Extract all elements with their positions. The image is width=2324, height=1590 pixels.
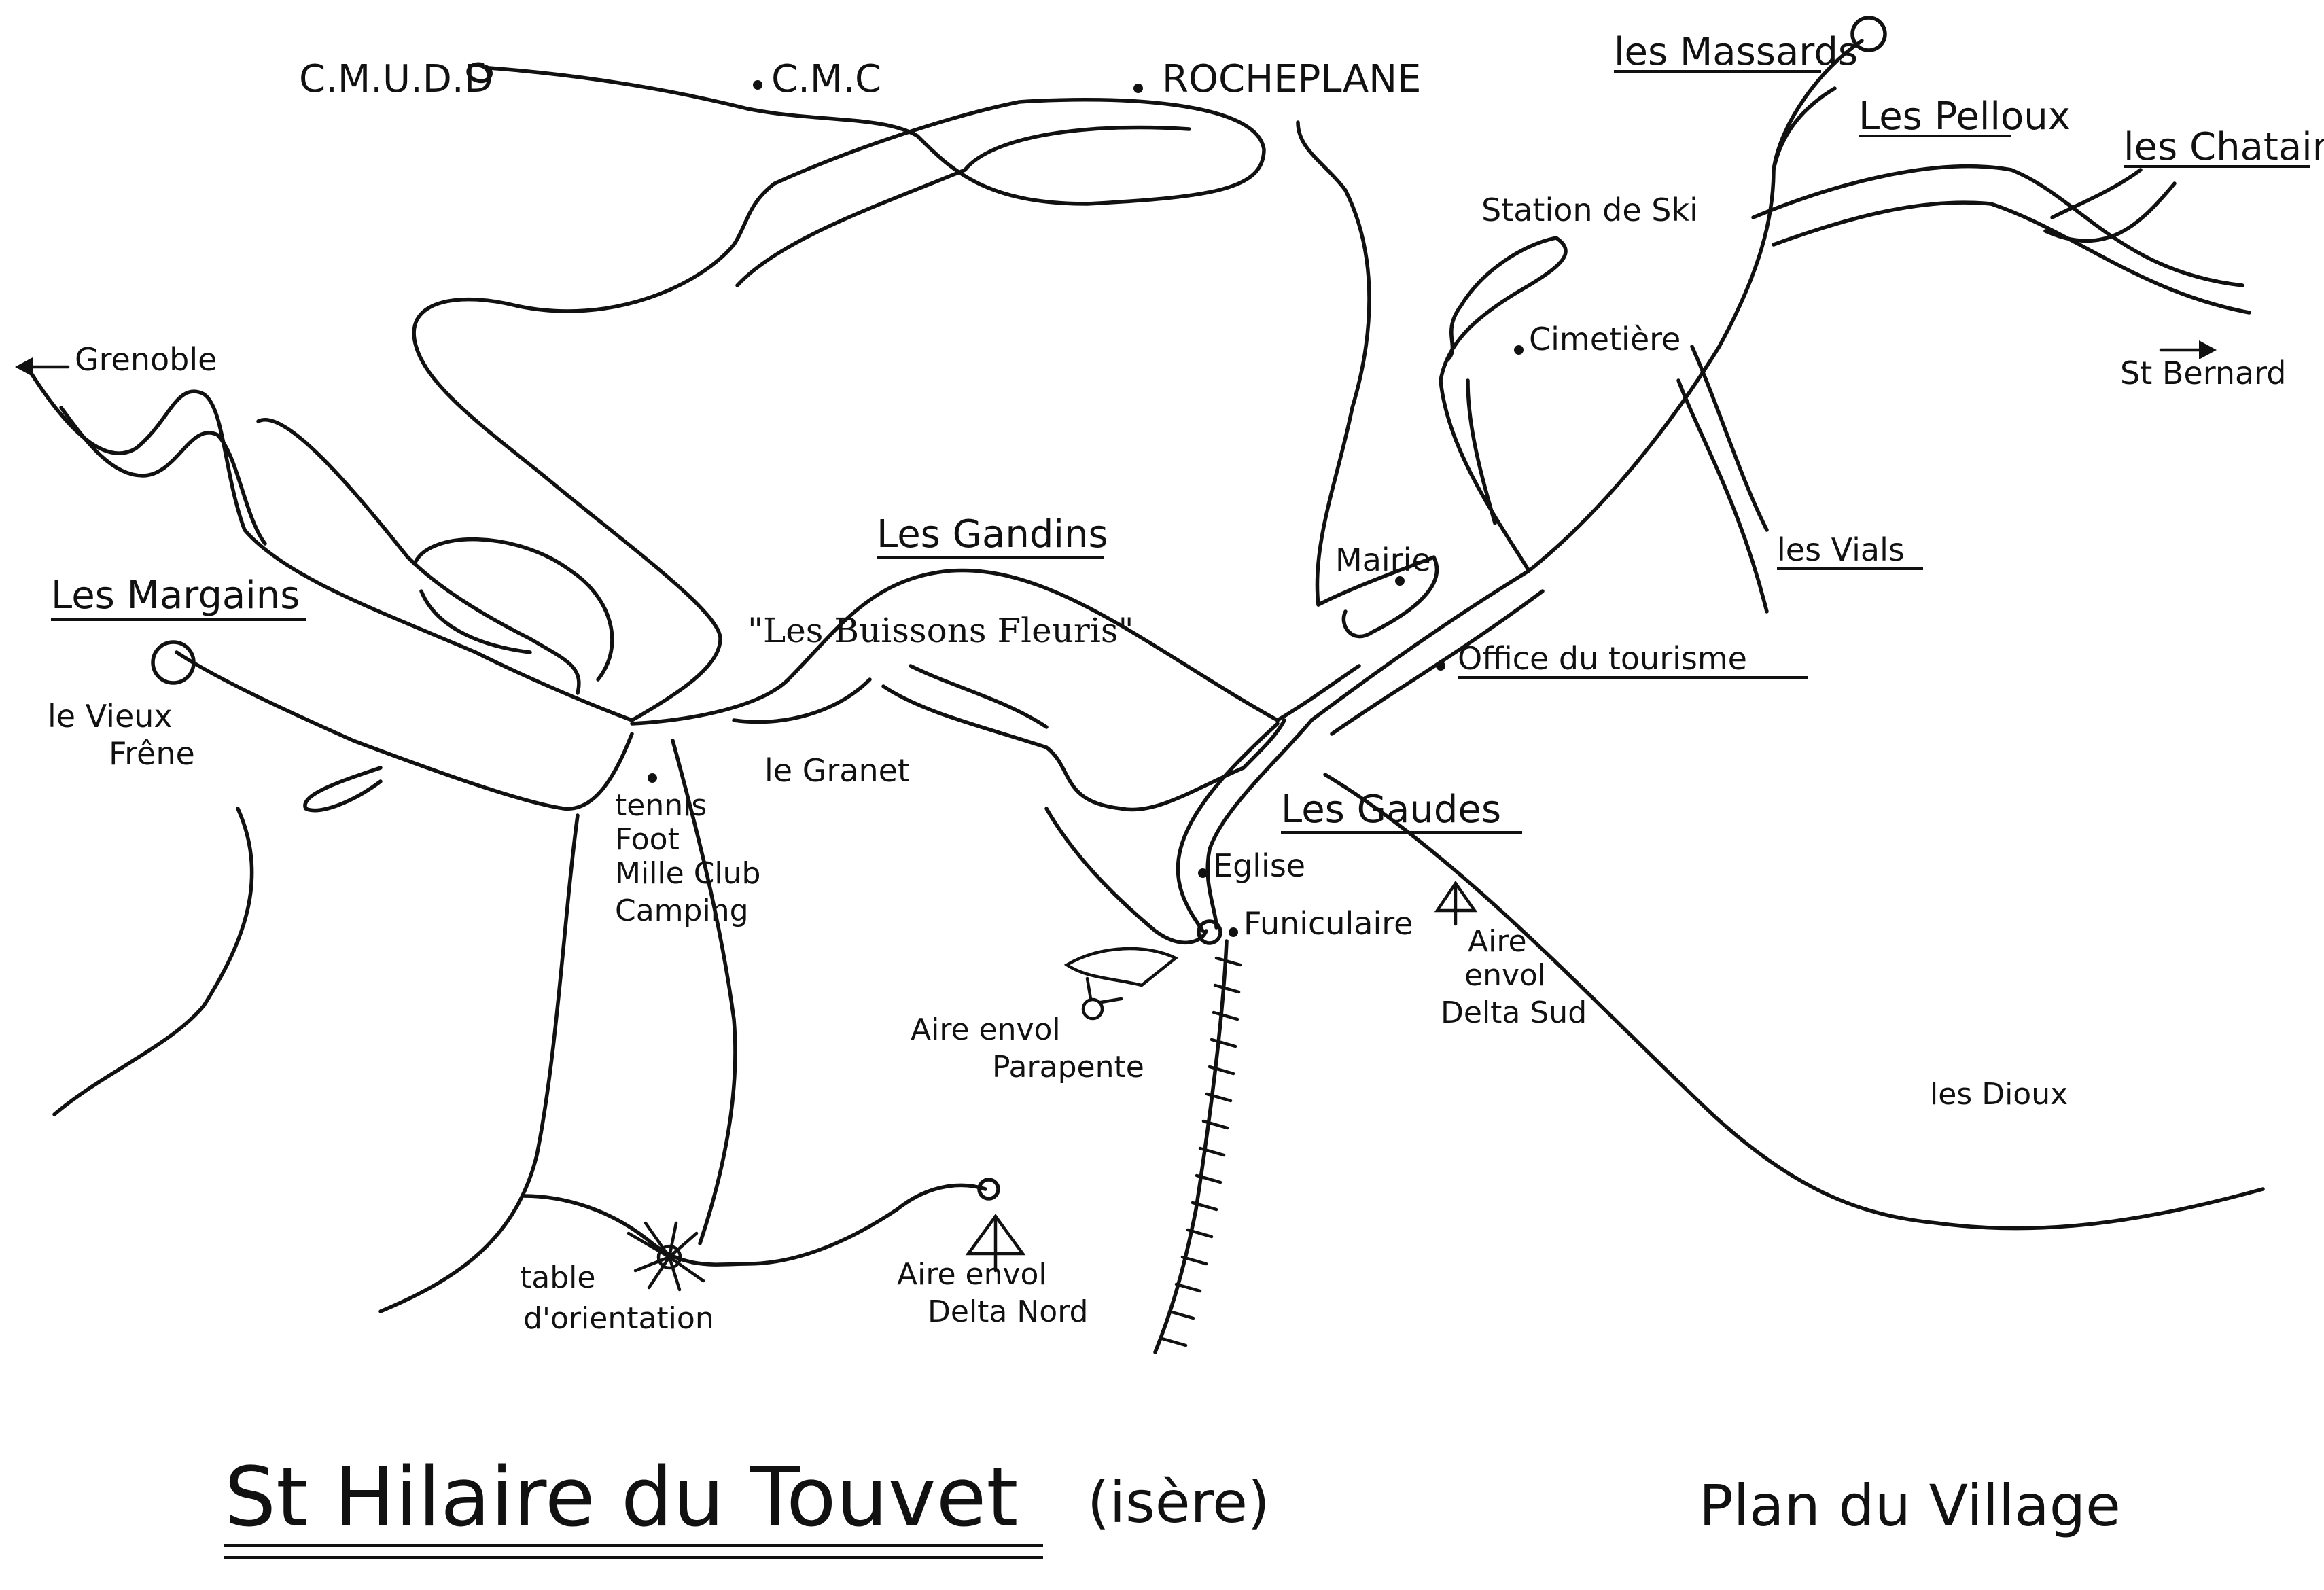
paraglider-icon: [1063, 947, 1179, 1021]
label-foot: Foot: [615, 822, 680, 857]
funicular-track-icon: [1153, 939, 1242, 1354]
label-gandins: Les Gandins: [877, 512, 1108, 556]
label-massards: les Massards: [1614, 30, 1858, 74]
label-dioux: les Dioux: [1930, 1077, 2068, 1112]
label-vieux-frene-1: le Vieux: [48, 698, 173, 735]
map-title: St Hilaire du Touvet: [224, 1451, 1018, 1545]
label-mille-club: Mille Club: [615, 856, 760, 891]
label-vieux-frene-2: Frêne: [109, 735, 195, 772]
arrow-right-icon: [2159, 340, 2217, 359]
label-cmudd: C.M.U.D.D: [299, 57, 493, 101]
hotel-label: "Les Buissons Fleuris": [747, 611, 1133, 650]
label-funiculaire: Funiculaire: [1244, 905, 1413, 942]
label-delta-sud-2: envol: [1464, 958, 1546, 993]
label-grenoble: Grenoble: [75, 341, 217, 378]
label-parapente-2: Parapente: [992, 1050, 1144, 1084]
label-delta-sud-1: Aire: [1468, 924, 1527, 959]
label-camping: Camping: [615, 894, 749, 928]
label-table-1: table: [520, 1260, 595, 1295]
label-st-bernard: St Bernard: [2120, 355, 2286, 391]
label-cmc: C.M.C: [771, 57, 881, 101]
arrow-left-icon: [15, 357, 70, 376]
label-granet: le Granet: [764, 752, 910, 789]
hang-glider-icon: [1434, 881, 1478, 926]
label-mairie: Mairie: [1335, 542, 1431, 578]
label-station-ski: Station de Ski: [1481, 192, 1698, 228]
label-delta-sud-3: Delta Sud: [1441, 995, 1587, 1030]
map-title-block: St Hilaire du Touvet (isère) Plan du Vil…: [224, 1451, 2121, 1559]
map-subtitle: Plan du Village: [1699, 1472, 2121, 1539]
map-labels: C.M.U.D.D C.M.C ROCHEPLANE les Massards …: [48, 30, 2324, 1336]
label-margains: Les Margains: [51, 573, 300, 618]
roads: [25, 16, 2265, 1313]
label-parapente-1: Aire envol: [911, 1012, 1061, 1047]
label-vials: les Vials: [1777, 531, 1905, 568]
map-title-region: (isère): [1087, 1469, 1270, 1536]
label-rocheplane: ROCHEPLANE: [1162, 57, 1421, 101]
orientation-table-icon: [627, 1221, 705, 1292]
label-pelloux: Les Pelloux: [1859, 94, 2071, 139]
label-eglise: Eglise: [1213, 847, 1305, 884]
label-cimetiere: Cimetière: [1529, 321, 1680, 357]
label-office-tourisme: Office du tourisme: [1458, 640, 1747, 677]
label-tennis: tennis: [615, 788, 707, 823]
label-gaudes: Les Gaudes: [1281, 788, 1501, 832]
label-chatains: les Chatains: [2124, 125, 2324, 169]
label-delta-nord-1: Aire envol: [897, 1257, 1047, 1292]
location-dots: [648, 80, 1524, 937]
label-delta-nord-2: Delta Nord: [928, 1294, 1088, 1329]
label-table-2: d'orientation: [523, 1301, 714, 1336]
hang-glider-icon: [965, 1214, 1026, 1273]
